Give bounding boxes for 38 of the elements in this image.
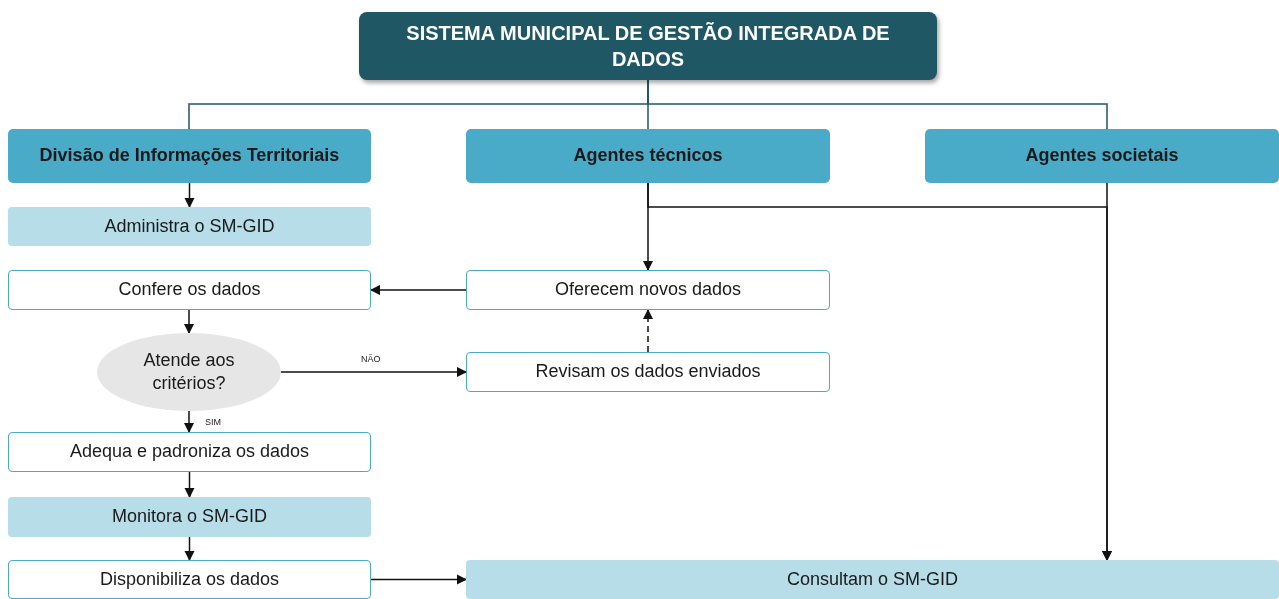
node-text: Revisam os dados enviados (535, 360, 761, 384)
arrow (369, 284, 467, 296)
arrow (184, 471, 195, 499)
node-text: Divisão de Informações Territoriais (39, 144, 340, 168)
connector-line (647, 79, 1108, 130)
header-box (466, 129, 830, 183)
process-box (8, 497, 371, 537)
node-text: Disponibiliza os dados (99, 567, 280, 591)
process-box (8, 432, 371, 472)
node-text: SISTEMA MUNICIPAL DE GESTÃO INTEGRADA DE DADOS (405, 21, 891, 72)
arrow (184, 536, 195, 562)
node-text: Oferecem novos dados (554, 278, 742, 302)
node-text: Monitora o SM-GID (111, 505, 267, 529)
edge-label: SIM (204, 417, 222, 427)
arrow (183, 410, 195, 434)
process-box (466, 270, 830, 310)
arrow (642, 308, 654, 353)
arrow (184, 182, 195, 209)
title-banner (359, 12, 937, 80)
header-box (8, 129, 371, 183)
node-text: Administra o SM-GID (104, 214, 275, 238)
process-box (466, 352, 830, 392)
arrow (1101, 182, 1113, 562)
header-box (925, 129, 1279, 183)
node-text: Confere os dados (118, 278, 261, 302)
node-text: Adequa e padroniza os dados (69, 440, 310, 464)
arrow (370, 574, 468, 585)
process-box (8, 560, 371, 599)
process-box (8, 270, 371, 310)
edge-label: NÃO (360, 354, 382, 364)
node-text: Atende aos critérios? (142, 348, 236, 395)
node-text: Agentes societais (1025, 144, 1179, 168)
process-box (466, 560, 1279, 599)
node-text: Agentes técnicos (573, 144, 723, 168)
arrow (280, 366, 468, 378)
node-text: Consultam o SM-GID (786, 567, 958, 591)
arrow (183, 309, 195, 335)
process-box (8, 207, 371, 246)
